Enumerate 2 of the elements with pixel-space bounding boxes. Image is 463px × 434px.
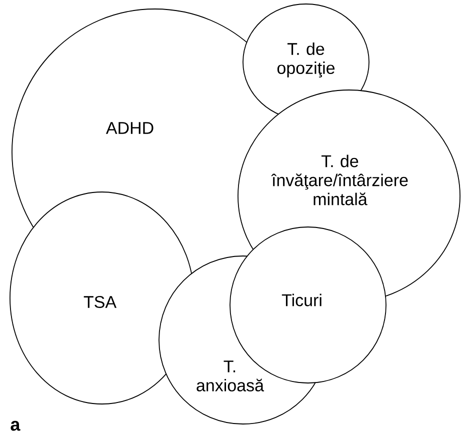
circle-node: TSA (10, 192, 194, 404)
panel-label: a (10, 420, 20, 431)
